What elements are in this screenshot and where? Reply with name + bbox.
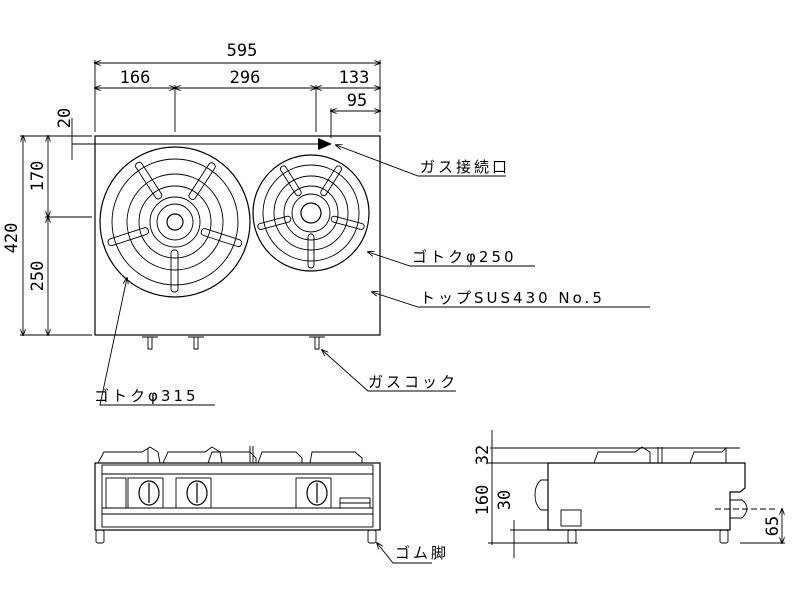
front-knobs <box>127 477 332 509</box>
gas-inlet-arrow <box>318 138 332 150</box>
callouts: ガス接続口 ゴトクφ250 トップSUS430 No.5 ゴトクφ315 ガスコ… <box>94 145 650 564</box>
dim-gas-inlet-depth: 20 <box>55 108 75 128</box>
side-view: 32 160 30 65 <box>473 430 785 558</box>
front-view <box>94 446 381 544</box>
side-trivets <box>495 446 745 464</box>
small-burner <box>252 154 370 272</box>
dim-inlet-height: 65 <box>763 516 783 536</box>
label-rubber-feet: ゴム脚 <box>395 544 449 562</box>
top-view: 595 166 296 133 95 20 420 170 250 <box>2 41 381 350</box>
dim-burner-spacing: 296 <box>230 68 261 88</box>
label-trivet-large: ゴトクφ315 <box>94 387 199 405</box>
label-top-material: トップSUS430 No.5 <box>420 289 605 307</box>
dim-trivet-height: 32 <box>473 445 493 465</box>
dim-depth-back: 250 <box>28 261 48 292</box>
dim-depth-front: 170 <box>28 161 48 192</box>
dim-left-offset: 166 <box>120 68 151 88</box>
label-trivet-small: ゴトクφ250 <box>412 248 517 266</box>
gas-cocks <box>142 336 325 350</box>
front-trivets <box>97 446 363 464</box>
dim-overall-depth: 420 <box>2 223 22 254</box>
dim-overall-width: 595 <box>227 41 258 61</box>
dim-leg-height: 30 <box>495 490 515 510</box>
large-burner <box>99 146 251 298</box>
top-plate-outline <box>94 135 381 336</box>
dim-right-offset: 133 <box>339 68 370 88</box>
foot-right <box>367 529 377 544</box>
foot-left <box>95 529 105 544</box>
label-gas-cock: ガスコック <box>368 373 458 391</box>
dim-gas-inlet-offset: 95 <box>347 91 367 111</box>
label-gas-inlet: ガス接続口 <box>420 158 510 176</box>
dim-body-height: 160 <box>473 485 493 516</box>
